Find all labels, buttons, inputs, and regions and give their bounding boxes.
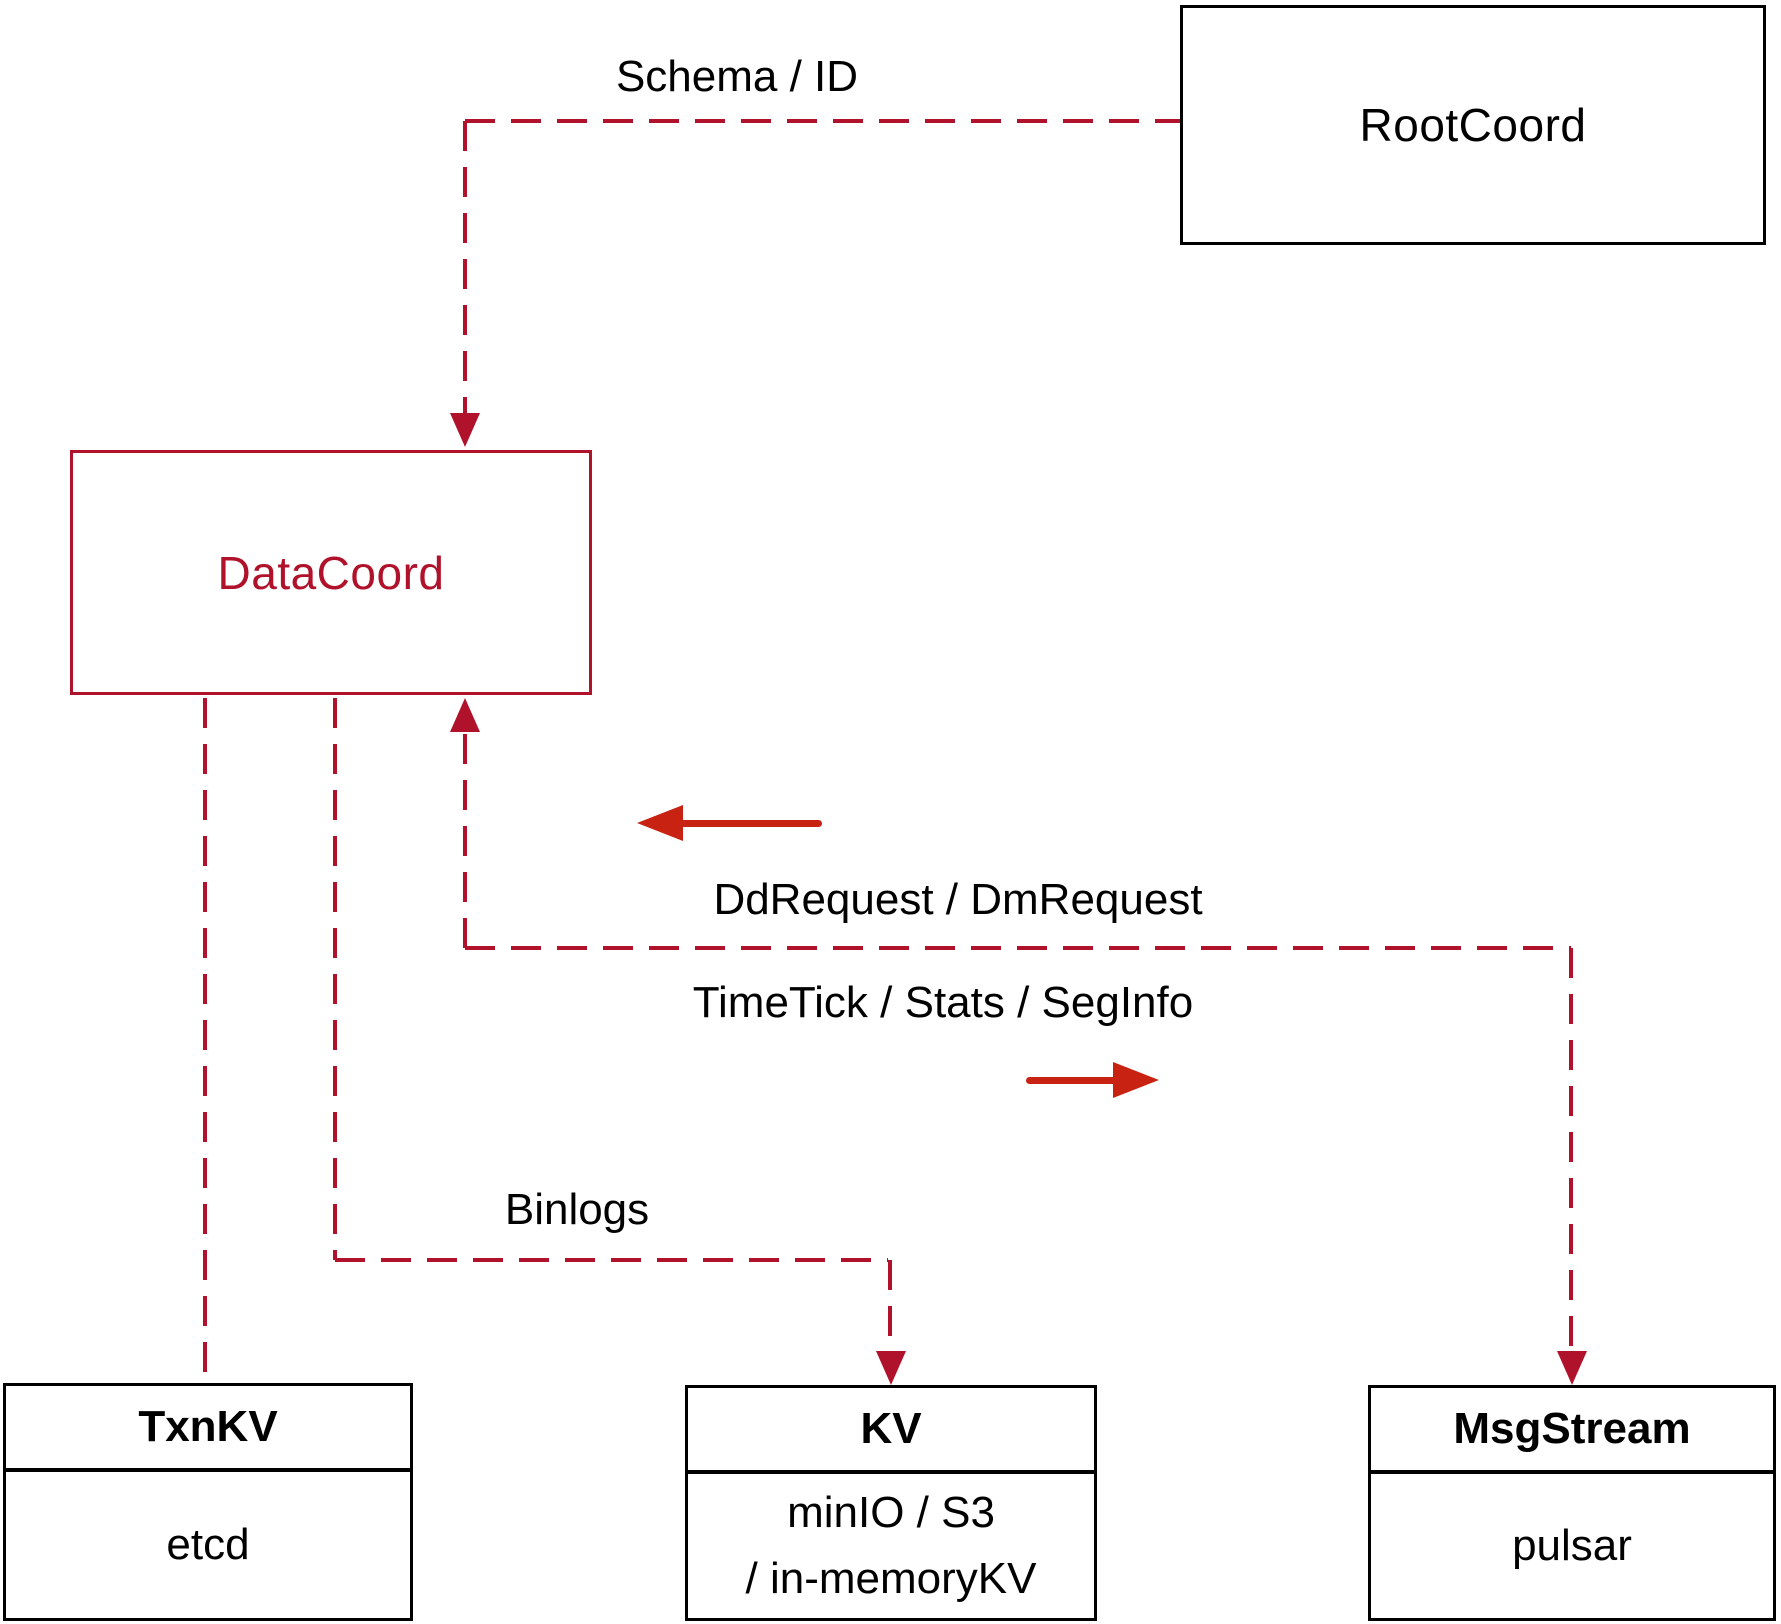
arrow-right-icon — [1113, 1062, 1159, 1098]
node-kv-header: KV — [688, 1388, 1094, 1474]
edge-msgstream-datacoord-vertical-line-left — [463, 734, 467, 948]
arrow-left-shaft — [672, 820, 822, 827]
edge-label-dd-dm-request: DdRequest / DmRequest — [713, 875, 1203, 924]
node-txnkv-header: TxnKV — [6, 1386, 410, 1472]
edge-label-binlogs: Binlogs — [504, 1185, 650, 1234]
node-datacoord: DataCoord — [70, 450, 592, 695]
node-datacoord-label: DataCoord — [217, 546, 445, 599]
node-kv-title: KV — [860, 1404, 922, 1453]
node-rootcoord: RootCoord — [1180, 5, 1766, 245]
edge-msgstream-datacoord-vertical-line-right — [1569, 948, 1573, 1348]
node-msgstream: MsgStream pulsar — [1368, 1385, 1776, 1621]
edge-label-timetick-stats-seginfo: TimeTick / Stats / SegInfo — [692, 978, 1194, 1027]
node-txnkv-title: TxnKV — [138, 1402, 278, 1451]
arrowhead-down-icon — [1557, 1351, 1587, 1385]
edge-binlogs-vertical-line-left — [333, 698, 337, 1260]
edge-schema-id-horizontal-line — [465, 119, 1180, 123]
node-msgstream-title: MsgStream — [1453, 1404, 1691, 1453]
node-kv: KV minIO / S3 / in-memoryKV — [685, 1385, 1097, 1621]
node-msgstream-header: MsgStream — [1371, 1388, 1773, 1474]
edge-binlogs-horizontal-line — [335, 1258, 888, 1262]
arrow-right-shaft — [1026, 1077, 1122, 1084]
node-txnkv: TxnKV etcd — [3, 1383, 413, 1621]
node-msgstream-body: pulsar — [1371, 1474, 1773, 1618]
node-txnkv-body: etcd — [6, 1472, 410, 1618]
node-msgstream-body-text: pulsar — [1512, 1521, 1632, 1570]
edge-msgstream-datacoord-horizontal-line — [465, 946, 1571, 950]
arrowhead-up-icon — [450, 698, 480, 732]
arrowhead-down-icon — [876, 1351, 906, 1385]
node-kv-body: minIO / S3 / in-memoryKV — [688, 1474, 1094, 1618]
arrowhead-down-icon — [450, 413, 480, 447]
edge-label-schema-id: Schema / ID — [615, 52, 859, 101]
edge-binlogs-vertical-line-right — [888, 1260, 892, 1351]
edge-schema-id-vertical-line — [463, 121, 467, 413]
node-txnkv-body-text: etcd — [166, 1520, 250, 1569]
node-rootcoord-label: RootCoord — [1359, 99, 1587, 151]
node-kv-body-line-2: / in-memoryKV — [745, 1554, 1037, 1603]
edge-datacoord-txnkv-vertical-line — [203, 698, 207, 1383]
arrow-left-icon — [637, 805, 683, 841]
node-kv-body-line-1: minIO / S3 — [787, 1488, 995, 1537]
